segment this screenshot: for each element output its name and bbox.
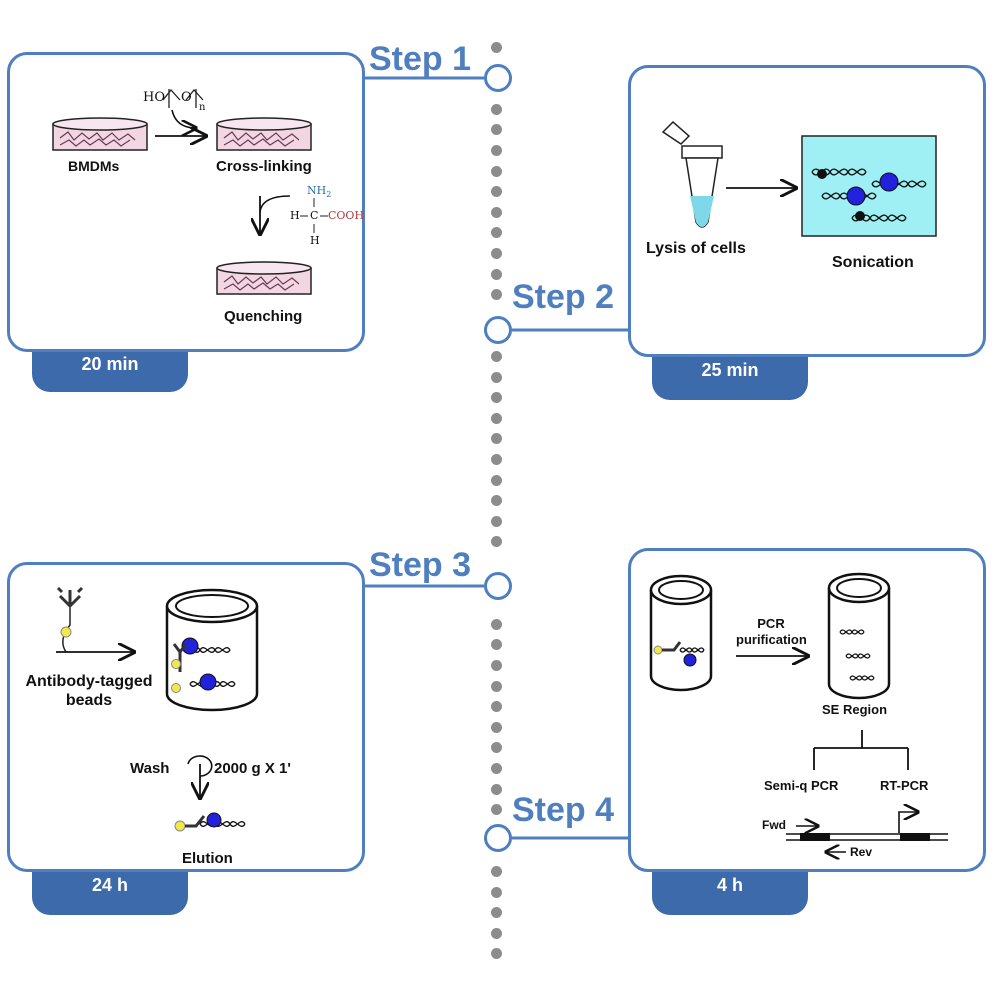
timeline-dot xyxy=(491,351,502,362)
wash-label: Wash xyxy=(130,760,170,777)
nucleosome xyxy=(846,186,866,206)
spin-label: 2000 g X 1' xyxy=(214,760,291,777)
timeline-dot xyxy=(491,866,502,877)
timeline-dot xyxy=(491,289,502,300)
timeline-dot xyxy=(491,536,502,547)
column-tube-step3 xyxy=(165,588,259,712)
sonication-box xyxy=(801,135,937,237)
timeline-node-step-3 xyxy=(484,572,512,600)
step-3-label: Step 3 xyxy=(369,546,472,584)
column-tube-step4-right xyxy=(827,572,891,700)
timeline-dot xyxy=(491,887,502,898)
timeline-dot xyxy=(491,269,502,280)
crosslinking-label: Cross-linking xyxy=(216,158,312,175)
protein-dot xyxy=(855,211,865,221)
timeline-dot xyxy=(491,227,502,238)
timeline-dot xyxy=(491,124,502,135)
timeline-dot xyxy=(491,392,502,403)
protein-dot xyxy=(817,169,827,179)
glycine-c: C xyxy=(310,209,319,222)
timeline-dot xyxy=(491,516,502,527)
timeline-dot xyxy=(491,681,502,692)
timeline-dot xyxy=(491,372,502,383)
paraformaldehyde-structure xyxy=(162,88,204,101)
timeline-dot xyxy=(491,186,502,197)
timeline-dot xyxy=(491,701,502,712)
se-region-label: SE Region xyxy=(822,702,888,717)
formula-ho: HO xyxy=(143,90,165,105)
step-1-label: Step 1 xyxy=(369,40,472,78)
timeline-dot xyxy=(491,722,502,733)
eluted-complex xyxy=(174,812,246,832)
lysis-label: Lysis of cells xyxy=(646,240,746,257)
timeline-dot xyxy=(491,639,502,650)
timeline-dot xyxy=(491,145,502,156)
quenching-label: Quenching xyxy=(224,308,303,325)
timeline-dot xyxy=(491,660,502,671)
sonication-label: Sonication xyxy=(832,254,914,271)
step-2-label: Step 2 xyxy=(512,278,615,316)
timeline-node-step-2 xyxy=(484,316,512,344)
petri-dish-bmdms xyxy=(52,117,148,151)
fwd-primer-label: Fwd xyxy=(762,818,786,832)
timeline-dot xyxy=(491,248,502,259)
analysis-branch xyxy=(813,730,909,770)
glycine-nh2: NH2 xyxy=(307,184,332,200)
timeline-dot xyxy=(491,433,502,444)
timeline-dot xyxy=(491,207,502,218)
rev-primer-label: Rev xyxy=(850,845,873,859)
glycine-h-bottom: H xyxy=(310,234,320,247)
glycine-cooh: COOH xyxy=(328,209,365,222)
timeline-dot xyxy=(491,104,502,115)
gene-diagram xyxy=(786,812,948,852)
semiq-pcr-label: Semi-q PCR xyxy=(764,778,839,793)
timeline-dot xyxy=(491,619,502,630)
timeline-dot xyxy=(491,742,502,753)
glycine-h-left: H xyxy=(290,209,300,222)
bmdms-label: BMDMs xyxy=(68,158,120,174)
timeline-dot xyxy=(491,948,502,959)
microcentrifuge-tube xyxy=(661,120,723,228)
timeline-dot xyxy=(491,763,502,774)
spin-icon xyxy=(187,755,213,777)
elution-label: Elution xyxy=(182,850,233,867)
timeline-node-step-4 xyxy=(484,824,512,852)
timeline-dot xyxy=(491,413,502,424)
step-1-card xyxy=(7,52,365,352)
timeline-dot xyxy=(491,907,502,918)
antibody-icon xyxy=(56,586,84,653)
timeline-dot xyxy=(491,475,502,486)
petri-dish-crosslinking xyxy=(216,117,312,151)
formula-n: n xyxy=(199,102,206,113)
timeline-dot xyxy=(491,784,502,795)
timeline-dot xyxy=(491,42,502,53)
timeline-dot xyxy=(491,804,502,815)
timeline-dot xyxy=(491,928,502,939)
rt-pcr-label: RT-PCR xyxy=(880,778,929,793)
step-4-label: Step 4 xyxy=(512,791,615,829)
petri-dish-quenching xyxy=(216,261,312,295)
timeline-dot xyxy=(491,454,502,465)
formula-o: O xyxy=(181,90,192,105)
timeline-node-step-1 xyxy=(484,64,512,92)
timeline-dot xyxy=(491,166,502,177)
nucleosome xyxy=(879,172,899,192)
timeline-dot xyxy=(491,495,502,506)
column-tube-step4-left xyxy=(649,574,713,692)
